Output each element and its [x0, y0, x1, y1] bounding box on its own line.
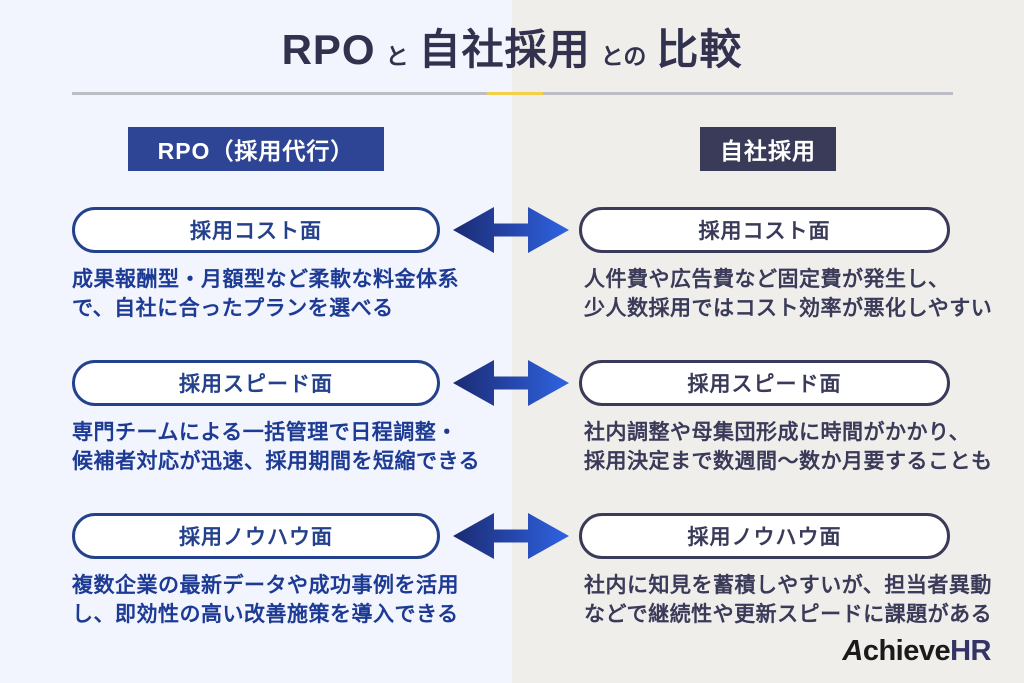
description-line: 人件費や広告費など固定費が発生し、: [584, 268, 950, 291]
left-description: 専門チームによる一括管理で日程調整・ 候補者対応が迅速、採用期間を短縮できる: [72, 418, 480, 476]
title-segment: 比較: [656, 26, 743, 73]
left-description: 複数企業の最新データや成功事例を活用 し、即効性の高い改善施策を導入できる: [72, 571, 459, 629]
logo-achieve: Achieve: [842, 635, 951, 667]
category-pill-left: 採用コスト面: [72, 207, 440, 253]
comparison-row: 採用ノウハウ面 採用ノウハウ面 複数企業の最新データや成功事例を活用 し、即効性…: [0, 513, 1024, 638]
description-line: などで継続性や更新スピードに課題がある: [584, 603, 993, 626]
category-pill-right: 採用スピード面: [579, 360, 950, 406]
right-description: 社内に知見を蓄積しやすいが、担当者異動 などで継続性や更新スピードに課題がある: [584, 571, 992, 629]
double-arrow-icon: [453, 207, 569, 253]
left-panel-bg: [0, 0, 512, 683]
category-pill-left: 採用スピード面: [72, 360, 440, 406]
double-arrow-icon: [453, 360, 569, 406]
title-segment: RPO: [281, 26, 376, 73]
description-line: 複数企業の最新データや成功事例を活用: [72, 574, 459, 597]
description-line: 候補者対応が迅速、採用期間を短縮できる: [72, 450, 481, 473]
category-pill-right: 採用ノウハウ面: [579, 513, 950, 559]
description-line: 成果報酬型・月額型など柔軟な料金体系: [72, 268, 459, 291]
right-description: 社内調整や母集団形成に時間がかかり、 採用決定まで数週間〜数か月要することも: [584, 418, 993, 476]
double-arrow-icon: [453, 513, 569, 559]
page-title: RPO と自社採用との比較: [0, 16, 1024, 77]
description-line: で、自社に合ったプランを選べる: [72, 297, 394, 320]
description-line: 社内調整や母集団形成に時間がかかり、: [584, 421, 971, 444]
description-line: 社内に知見を蓄積しやすいが、担当者異動: [584, 574, 992, 597]
right-description: 人件費や広告費など固定費が発生し、 少人数採用ではコスト効率が悪化しやすい: [584, 265, 992, 323]
description-line: 専門チームによる一括管理で日程調整・: [72, 421, 458, 444]
comparison-row: 採用コスト面 採用コスト面 成果報酬型・月額型など柔軟な料金体系 で、自社に合っ…: [0, 207, 1024, 332]
left-column-header: RPO（採用代行）: [128, 127, 384, 171]
brand-logo: AchieveHR: [842, 635, 991, 668]
title-segment: 自社採用: [418, 26, 591, 73]
description-line: し、即効性の高い改善施策を導入できる: [72, 603, 459, 626]
description-line: 少人数採用ではコスト効率が悪化しやすい: [584, 297, 993, 320]
title-segment: と: [385, 43, 409, 69]
title-segment: との: [600, 43, 647, 69]
category-pill-right: 採用コスト面: [579, 207, 950, 253]
category-pill-left: 採用ノウハウ面: [72, 513, 440, 559]
logo-hr: HR: [950, 635, 991, 667]
right-panel-bg: [512, 0, 1024, 683]
right-column-header: 自社採用: [700, 127, 836, 171]
title-divider-accent: [487, 92, 543, 95]
comparison-row: 採用スピード面 採用スピード面 専門チームによる一括管理で日程調整・ 候補者対応…: [0, 360, 1024, 485]
left-description: 成果報酬型・月額型など柔軟な料金体系 で、自社に合ったプランを選べる: [72, 265, 459, 323]
description-line: 採用決定まで数週間〜数か月要することも: [584, 450, 993, 473]
